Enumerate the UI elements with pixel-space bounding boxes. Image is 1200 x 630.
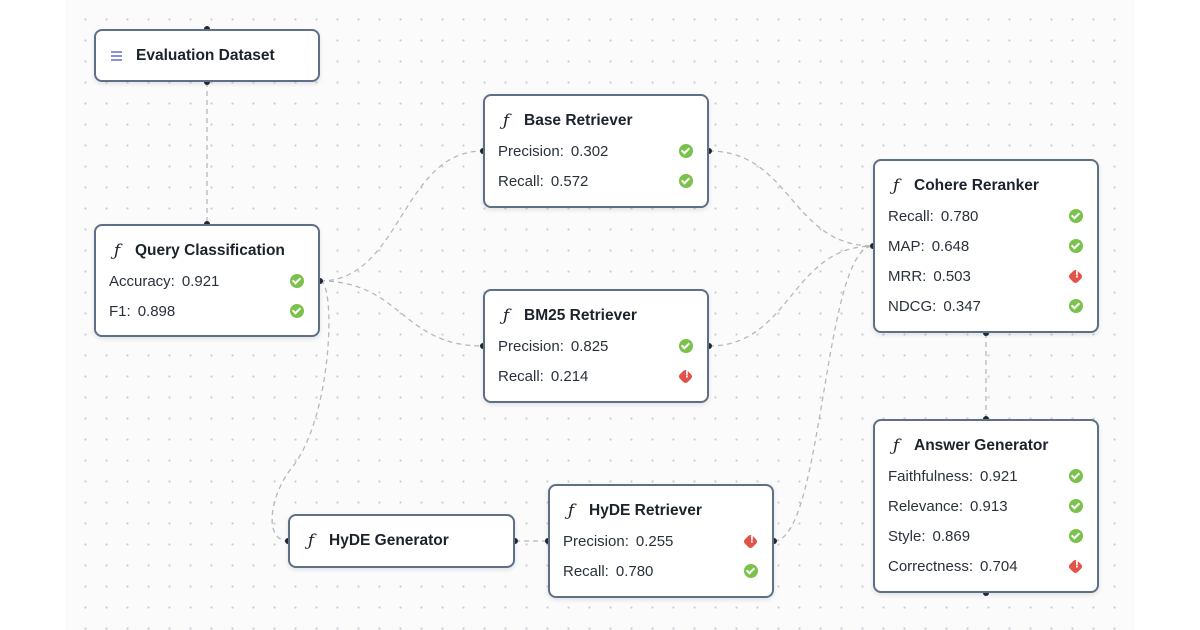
metric-value: 0.825	[570, 337, 609, 355]
metric-recall: Recall: 0.214	[498, 361, 694, 391]
node-answer-generator[interactable]: ƒ Answer Generator Faithfulness: 0.921 R…	[873, 419, 1099, 593]
node-base-retriever[interactable]: ƒ Base Retriever Precision: 0.302 Recall…	[483, 94, 709, 208]
metric-precision: Precision: 0.255	[563, 526, 759, 556]
metric-recall: Recall: 0.780	[563, 556, 758, 586]
metric-name: Correctness:	[888, 557, 974, 575]
check-circle-icon	[679, 339, 693, 353]
check-circle-icon	[290, 274, 304, 288]
metric-recall: Recall: 0.780	[888, 201, 1083, 231]
function-icon: ƒ	[892, 436, 900, 456]
check-circle-icon	[1069, 499, 1083, 513]
metric-name: Relevance:	[888, 497, 964, 515]
check-circle-icon	[1069, 239, 1083, 253]
check-circle-icon	[1069, 469, 1083, 483]
node-title: ƒ HyDE Retriever	[563, 496, 758, 526]
node-label: Base Retriever	[524, 112, 633, 129]
metric-name: Style:	[888, 527, 926, 545]
node-label: Answer Generator	[914, 437, 1049, 454]
function-icon: ƒ	[567, 501, 575, 521]
metric-value: 0.503	[933, 267, 971, 285]
metric-accuracy: Accuracy: 0.921	[109, 266, 304, 296]
check-circle-icon	[1069, 209, 1083, 223]
metric-name: MAP:	[888, 237, 925, 255]
metric-style: Style: 0.869	[888, 521, 1083, 551]
node-title: ƒ Answer Generator	[888, 431, 1083, 461]
metric-value: 0.921	[980, 467, 1018, 485]
metric-name: Recall:	[563, 562, 609, 580]
node-cohere-reranker[interactable]: ƒ Cohere Reranker Recall: 0.780 MAP: 0.6…	[873, 159, 1099, 333]
metric-name: Precision:	[498, 142, 564, 160]
check-circle-icon	[290, 304, 304, 318]
function-icon: ƒ	[502, 306, 510, 326]
metric-value: 0.214	[550, 367, 589, 385]
metric-value: 0.347	[943, 297, 981, 315]
node-label: Cohere Reranker	[914, 177, 1039, 194]
function-icon: ƒ	[307, 531, 315, 551]
metric-precision: Precision: 0.302	[498, 136, 693, 166]
metric-map: MAP: 0.648	[888, 231, 1083, 261]
node-title: Evaluation Dataset	[109, 41, 304, 70]
metric-value: 0.898	[137, 302, 176, 320]
node-label: Evaluation Dataset	[136, 46, 275, 64]
database-icon	[111, 50, 122, 61]
node-evaluation-dataset[interactable]: Evaluation Dataset	[94, 29, 320, 82]
node-title: ƒ Cohere Reranker	[888, 171, 1083, 201]
metric-value: 0.302	[570, 142, 609, 160]
metric-value: 0.704	[980, 557, 1018, 575]
warning-icon	[742, 533, 759, 549]
node-title: ƒ HyDE Generator	[303, 526, 499, 556]
function-icon: ƒ	[113, 241, 121, 261]
warning-icon	[677, 368, 694, 384]
node-query-classification[interactable]: ƒ Query Classification Accuracy: 0.921 F…	[94, 224, 320, 337]
metric-value: 0.921	[181, 272, 220, 290]
node-label: HyDE Retriever	[589, 502, 702, 519]
function-icon: ƒ	[892, 176, 900, 196]
node-title: ƒ Query Classification	[109, 236, 304, 266]
metric-value: 0.648	[931, 237, 970, 255]
metric-value: 0.780	[615, 562, 654, 580]
check-circle-icon	[679, 144, 693, 158]
metric-relevance: Relevance: 0.913	[888, 491, 1083, 521]
metric-f1: F1: 0.898	[109, 296, 304, 326]
node-title: ƒ BM25 Retriever	[498, 301, 693, 331]
node-hyde-generator[interactable]: ƒ HyDE Generator	[288, 514, 515, 568]
metric-ndcg: NDCG: 0.347	[888, 291, 1083, 321]
metric-value: 0.255	[635, 532, 674, 550]
metric-name: Recall:	[498, 367, 544, 385]
node-bm25-retriever[interactable]: ƒ BM25 Retriever Precision: 0.825 Recall…	[483, 289, 709, 403]
metric-name: MRR:	[888, 267, 927, 285]
check-circle-icon	[1069, 299, 1083, 313]
node-label: HyDE Generator	[329, 532, 449, 549]
node-label: BM25 Retriever	[524, 307, 637, 324]
metric-name: Recall:	[498, 172, 544, 190]
metric-value: 0.869	[932, 527, 971, 545]
metric-name: F1:	[109, 302, 131, 320]
metric-name: Accuracy:	[109, 272, 175, 290]
metric-value: 0.780	[940, 207, 979, 225]
metric-name: Precision:	[498, 337, 564, 355]
metric-correctness: Correctness: 0.704	[888, 551, 1084, 581]
check-circle-icon	[1069, 529, 1083, 543]
metric-precision: Precision: 0.825	[498, 331, 693, 361]
metric-mrr: MRR: 0.503	[888, 261, 1084, 291]
warning-icon	[1067, 268, 1084, 284]
metric-name: Precision:	[563, 532, 629, 550]
metric-name: Recall:	[888, 207, 934, 225]
check-circle-icon	[679, 174, 693, 188]
metric-value: 0.913	[970, 497, 1008, 515]
node-label: Query Classification	[135, 242, 285, 259]
metric-recall: Recall: 0.572	[498, 166, 693, 196]
metric-name: Faithfulness:	[888, 467, 974, 485]
check-circle-icon	[744, 564, 758, 578]
warning-icon	[1067, 558, 1084, 574]
function-icon: ƒ	[502, 111, 510, 131]
metric-faithfulness: Faithfulness: 0.921	[888, 461, 1083, 491]
metric-name: NDCG:	[888, 297, 937, 315]
node-hyde-retriever[interactable]: ƒ HyDE Retriever Precision: 0.255 Recall…	[548, 484, 774, 598]
metric-value: 0.572	[550, 172, 589, 190]
node-title: ƒ Base Retriever	[498, 106, 693, 136]
